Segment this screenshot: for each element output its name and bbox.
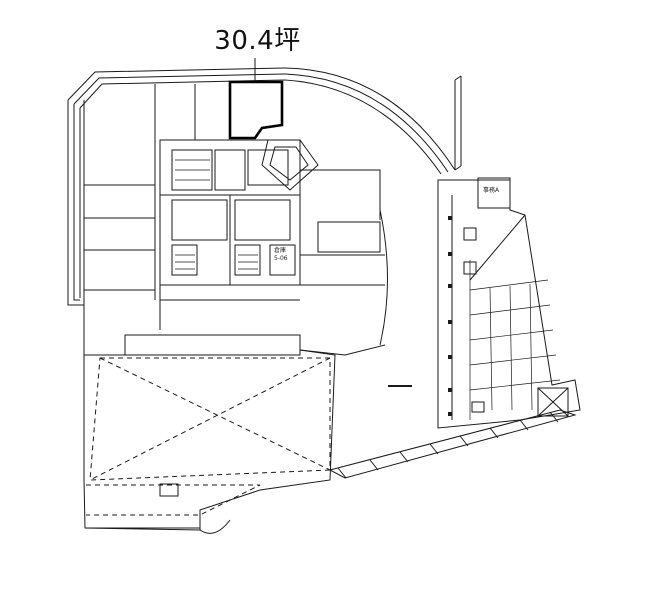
curved-facade (284, 67, 456, 175)
south-edge (86, 519, 231, 534)
light-well (261, 139, 319, 191)
east-mast (454, 75, 462, 171)
highlighted-unit (228, 80, 284, 140)
room-label-storage: 倉庫 (274, 246, 286, 254)
core-stairs (175, 159, 258, 270)
building-core (159, 139, 301, 286)
north-wall (67, 67, 286, 109)
bridge (328, 409, 577, 479)
east-wing-columns (463, 227, 485, 413)
west-wall (67, 100, 85, 306)
east-stair (537, 387, 569, 417)
east-office-block (299, 169, 388, 356)
room-label-rest-a: 事務A (483, 186, 500, 194)
southwest-block (83, 285, 336, 531)
column-markers (448, 216, 452, 416)
room-label-code: 5-06 (274, 255, 288, 262)
east-wing-grid (469, 260, 561, 420)
unit-area-label: 30.4坪 (214, 26, 301, 56)
office-floor-outline (83, 84, 196, 356)
atrium-void (86, 357, 331, 516)
east-wing-diagonal (469, 214, 526, 281)
east-wing (437, 177, 581, 429)
bottom-room (159, 483, 179, 497)
